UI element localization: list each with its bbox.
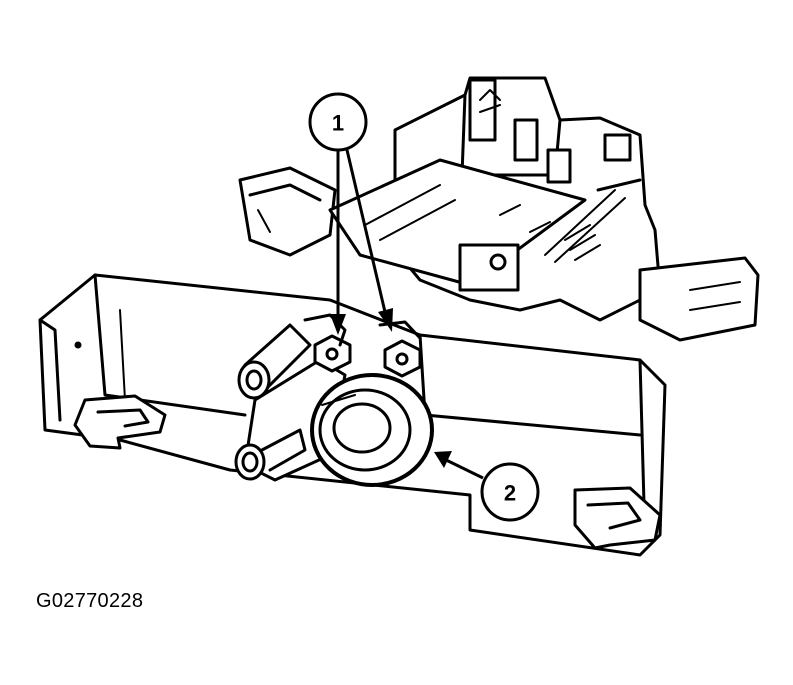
callout-1-label: 1 <box>332 111 344 136</box>
right-clip <box>638 256 760 342</box>
arrowhead-1a <box>330 314 346 335</box>
arrowhead-2 <box>434 451 452 468</box>
right-hook <box>573 486 662 550</box>
callout-2: 2 <box>434 451 540 522</box>
mounting-plate <box>328 158 587 292</box>
arrowhead-1b <box>378 308 393 332</box>
leader-line-1b <box>345 149 387 313</box>
screw-left <box>313 334 352 373</box>
screw-right <box>383 339 422 378</box>
figure-id: G02770228 <box>36 590 144 612</box>
callout-2-circle <box>480 462 540 522</box>
clockspring-ring <box>310 373 434 487</box>
left-hook <box>73 394 167 450</box>
callout-2-label: 2 <box>504 481 516 506</box>
left-clip <box>238 166 337 257</box>
cylinder-plug <box>237 323 312 400</box>
callout-1: 1 <box>308 92 393 335</box>
